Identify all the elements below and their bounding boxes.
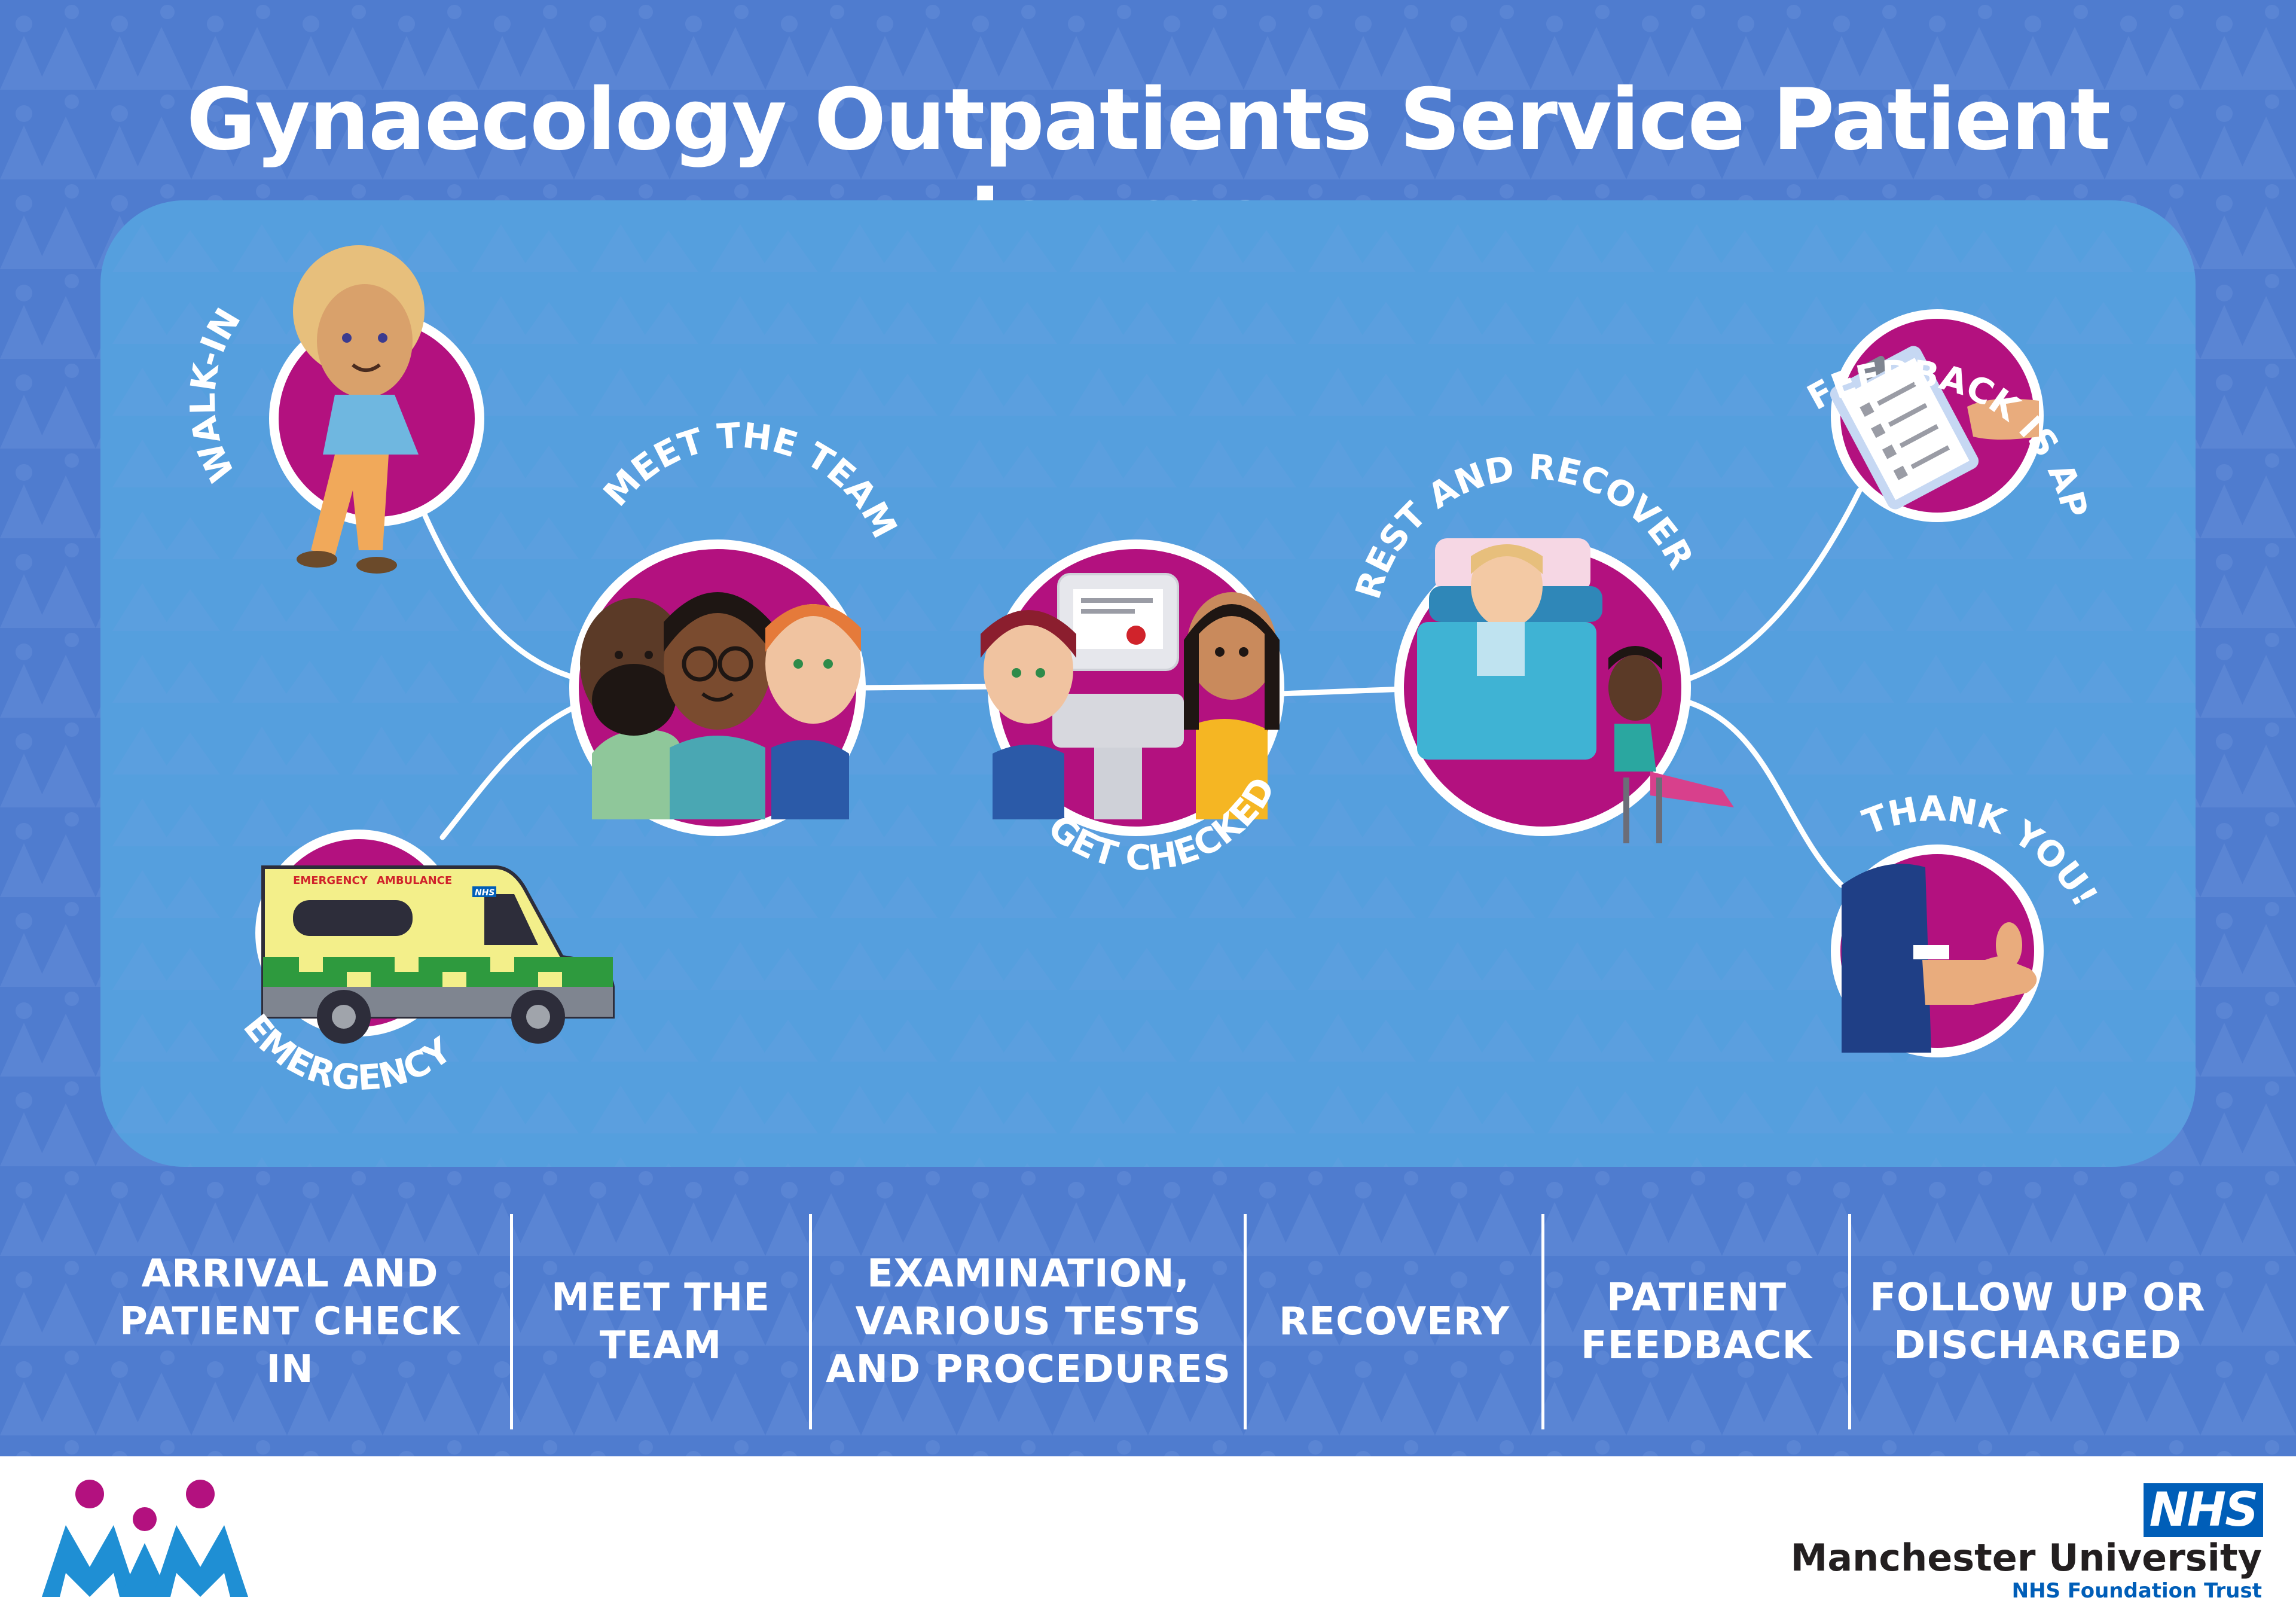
stage-divider xyxy=(1244,1214,1247,1429)
label-meet-the-team: MEET THE TEAM xyxy=(596,415,905,545)
thumbs-up-illustration xyxy=(1842,864,2037,1053)
step-meet-the-team: MEET THE TEAM xyxy=(569,415,905,836)
step-thank-you: THANK YOU! xyxy=(1831,788,2106,1057)
svg-text:EMERGENCY: EMERGENCY xyxy=(293,874,368,887)
stage-divider xyxy=(510,1214,513,1429)
journey-path xyxy=(422,487,1863,888)
svg-text:NHS: NHS xyxy=(475,888,495,898)
stage-divider xyxy=(1848,1214,1851,1429)
examination-illustration xyxy=(981,573,1280,819)
stage-divider xyxy=(1541,1214,1544,1429)
stage-recovery: RECOVERY xyxy=(1278,1300,1510,1344)
team-illustration xyxy=(580,592,861,819)
recovery-illustration xyxy=(1417,538,1734,843)
ambulance-illustration: EMERGENCY AMBULANCE NHS xyxy=(261,865,615,1044)
organisation-name: Manchester University xyxy=(1790,1536,2262,1580)
trust-name: NHS Foundation Trust xyxy=(2011,1579,2262,1603)
svg-text:AMBULANCE: AMBULANCE xyxy=(377,874,452,887)
mum-logo xyxy=(42,1480,248,1597)
step-get-checked: GET CHECKED xyxy=(981,539,1284,879)
step-emergency: EMERGENCY AMBULANCE NHS EMERGENCY xyxy=(236,830,615,1099)
footer xyxy=(0,1456,2296,1622)
label-walk-in: WALK-IN xyxy=(182,301,249,488)
step-rest-and-recover: REST AND RECOVER xyxy=(1348,446,1734,843)
walking-woman-illustration xyxy=(293,245,425,574)
step-walk-in: WALK-IN xyxy=(182,245,484,574)
nhs-badge: NHS xyxy=(2144,1483,2263,1537)
stage-divider xyxy=(809,1214,812,1429)
clipboard-icon xyxy=(1830,346,2039,510)
journey-diagram: WALK-IN EMERGENCY AMBULANCE NHS EMERGENC… xyxy=(0,0,2106,1099)
page-title: Gynaecology Outpatients Service Patient … xyxy=(186,71,2111,268)
